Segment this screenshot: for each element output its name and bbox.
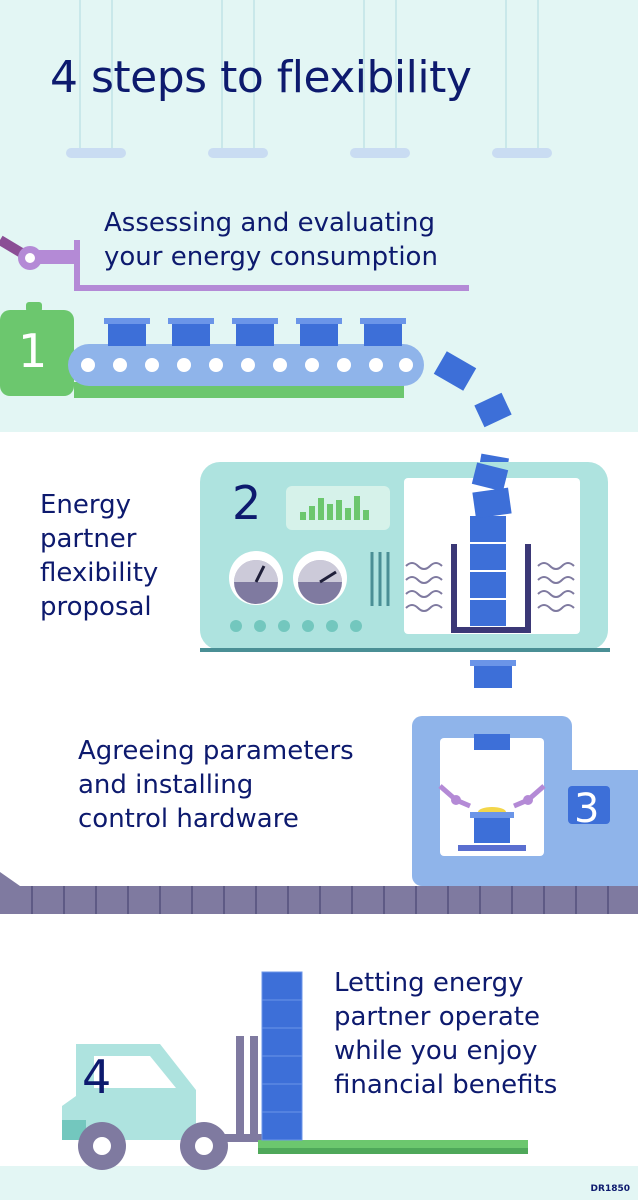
step4-line: partner operate	[334, 1002, 540, 1032]
step2-line: proposal	[40, 592, 152, 622]
control-panel-icon	[200, 462, 610, 652]
document-id: DR1850	[590, 1184, 630, 1194]
equalizer-icon	[300, 496, 369, 520]
forklift-icon	[62, 971, 528, 1170]
step2-text: Energy partner flexibility proposal	[40, 488, 158, 624]
step4-background	[0, 1166, 638, 1200]
step3-number: 3	[574, 786, 600, 832]
ceiling-lamps	[79, 0, 539, 148]
step4-line: financial benefits	[334, 1070, 558, 1100]
step1-text: Assessing and evaluating your energy con…	[104, 206, 438, 274]
step4-number: 4	[82, 1050, 112, 1104]
step3-text: Agreeing parameters and installing contr…	[78, 734, 354, 836]
step4-text: Letting energy partner operate while you…	[334, 966, 557, 1102]
step2-line: flexibility	[40, 558, 159, 588]
step2-line: partner	[40, 524, 137, 554]
robot-arm-icon	[0, 235, 469, 291]
step4-line: Letting energy	[334, 968, 524, 998]
page-title: 4 steps to flexibility	[50, 52, 472, 103]
step1-line: Assessing and evaluating	[104, 208, 435, 238]
step4-line: while you enjoy	[334, 1036, 538, 1066]
step2-number: 2	[232, 476, 262, 530]
robotic-arms-icon	[412, 716, 638, 886]
step3-line: control hardware	[78, 804, 299, 834]
step2-line: Energy	[40, 490, 132, 520]
step1-number-block	[0, 310, 74, 396]
conveyor-belt-icon	[68, 344, 424, 386]
step1-line: your energy consumption	[104, 242, 438, 272]
step3-line: and installing	[78, 770, 254, 800]
gauge-icon	[229, 551, 347, 605]
step3-line: Agreeing parameters	[78, 736, 354, 766]
box-icon	[104, 318, 406, 346]
step1-number: 1	[18, 324, 48, 378]
